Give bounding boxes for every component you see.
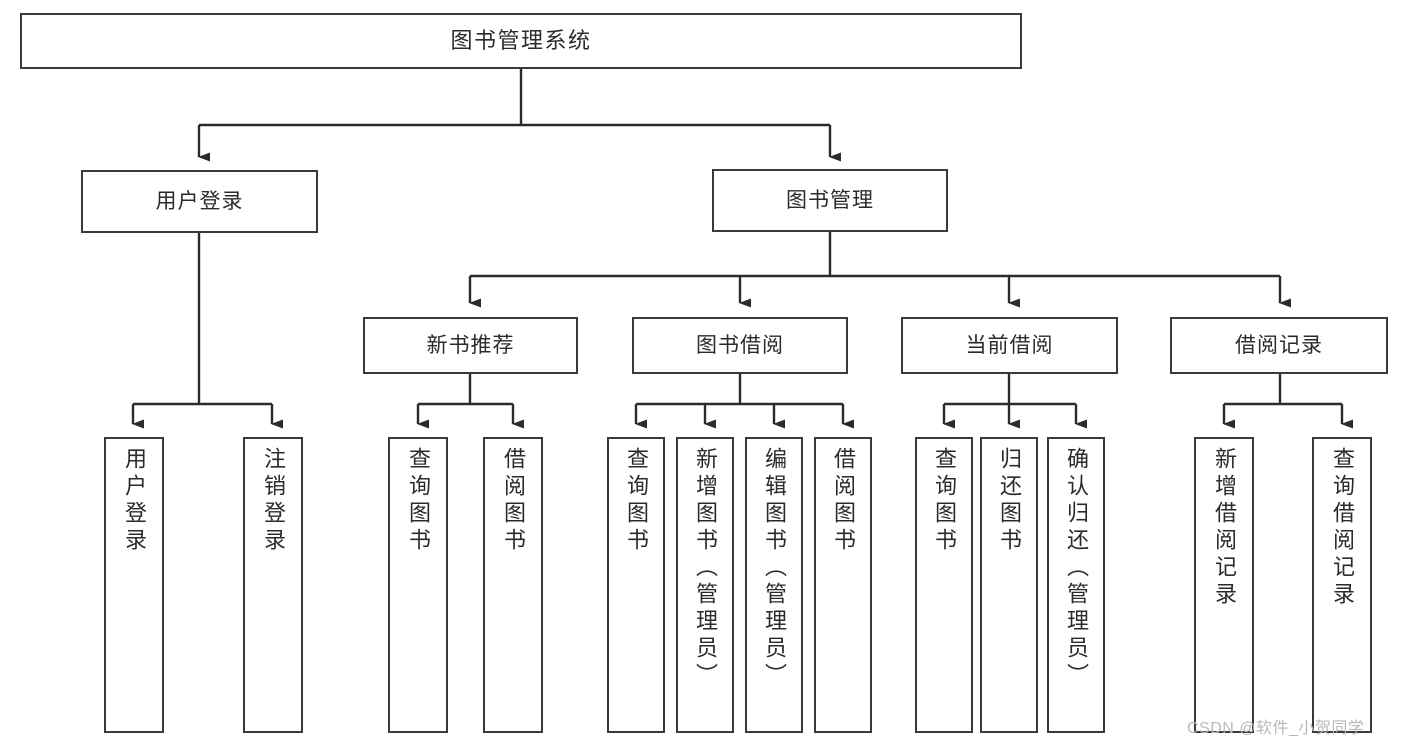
leaf-current-query-book[interactable]: 查询图书 bbox=[915, 437, 973, 733]
csdn-watermark: CSDN @软件_小贺同学 bbox=[1187, 720, 1365, 737]
node-root-system-label: 图书管理系统 bbox=[450, 27, 592, 53]
node-new-book-recommend[interactable]: 新书推荐 bbox=[363, 317, 578, 374]
leaf-recommend-borrow-book-label: 借阅图书 bbox=[501, 447, 526, 555]
node-new-book-recommend-label: 新书推荐 bbox=[426, 333, 515, 357]
leaf-recommend-query-book[interactable]: 查询图书 bbox=[388, 437, 448, 733]
leaf-current-confirm-return-admin[interactable]: 确认归还（管理员） bbox=[1047, 437, 1105, 733]
leaf-current-confirm-return-admin-label: 确认归还（管理员） bbox=[1064, 447, 1089, 690]
node-borrow-record-label: 借阅记录 bbox=[1235, 333, 1323, 357]
leaf-recommend-borrow-book[interactable]: 借阅图书 bbox=[483, 437, 543, 733]
leaf-record-query-record[interactable]: 查询借阅记录 bbox=[1312, 437, 1372, 733]
node-root-system[interactable]: 图书管理系统 bbox=[20, 13, 1022, 69]
node-book-management[interactable]: 图书管理 bbox=[712, 169, 948, 232]
node-user-login-label: 用户登录 bbox=[155, 189, 244, 213]
leaf-user-login-login[interactable]: 用户登录 bbox=[104, 437, 164, 733]
node-current-borrow[interactable]: 当前借阅 bbox=[901, 317, 1118, 374]
leaf-recommend-query-book-label: 查询图书 bbox=[406, 447, 431, 555]
leaf-borrow-borrow-book-label: 借阅图书 bbox=[831, 447, 856, 555]
leaf-borrow-edit-book-admin[interactable]: 编辑图书（管理员） bbox=[745, 437, 803, 733]
leaf-borrow-edit-book-admin-label: 编辑图书（管理员） bbox=[762, 447, 787, 690]
node-book-borrow-label: 图书借阅 bbox=[696, 333, 784, 357]
node-user-login[interactable]: 用户登录 bbox=[81, 170, 318, 233]
leaf-borrow-query-book[interactable]: 查询图书 bbox=[607, 437, 665, 733]
leaf-record-query-record-label: 查询借阅记录 bbox=[1330, 447, 1355, 609]
leaf-user-login-logout-label: 注销登录 bbox=[261, 447, 286, 555]
node-book-borrow[interactable]: 图书借阅 bbox=[632, 317, 848, 374]
leaf-current-query-book-label: 查询图书 bbox=[932, 447, 957, 555]
leaf-record-add-record-label: 新增借阅记录 bbox=[1212, 447, 1237, 609]
leaf-record-add-record[interactable]: 新增借阅记录 bbox=[1194, 437, 1254, 733]
leaf-current-return-book-label: 归还图书 bbox=[997, 447, 1022, 555]
leaf-current-return-book[interactable]: 归还图书 bbox=[980, 437, 1038, 733]
leaf-borrow-query-book-label: 查询图书 bbox=[624, 447, 649, 555]
node-borrow-record[interactable]: 借阅记录 bbox=[1170, 317, 1388, 374]
leaf-borrow-borrow-book[interactable]: 借阅图书 bbox=[814, 437, 872, 733]
leaf-borrow-add-book-admin[interactable]: 新增图书（管理员） bbox=[676, 437, 734, 733]
leaf-user-login-logout[interactable]: 注销登录 bbox=[243, 437, 303, 733]
leaf-user-login-login-label: 用户登录 bbox=[122, 447, 147, 555]
leaf-borrow-add-book-admin-label: 新增图书（管理员） bbox=[693, 447, 718, 690]
node-book-management-label: 图书管理 bbox=[786, 188, 874, 212]
node-current-borrow-label: 当前借阅 bbox=[965, 333, 1054, 357]
